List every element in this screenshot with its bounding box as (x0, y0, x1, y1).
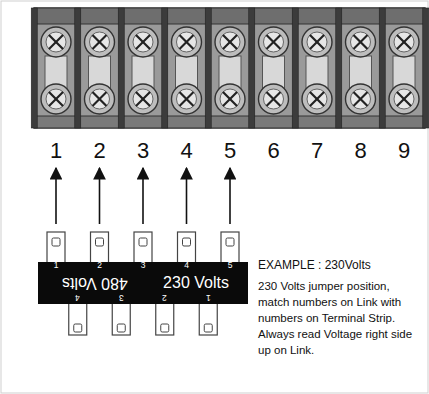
terminal-number: 4 (180, 138, 192, 164)
terminal-number: 1 (50, 138, 62, 164)
terminal-number: 2 (93, 138, 105, 164)
alignment-arrows (56, 168, 230, 224)
link-number: 4 (184, 261, 189, 270)
instruction-note: 230 Volts jumper position, match numbers… (258, 278, 423, 358)
jumper-link: 1 2 3 4 5 480 Volts 230 Volts 4 3 2 1 (38, 262, 248, 304)
link-number: 5 (228, 261, 233, 270)
terminal-number: 7 (311, 138, 323, 164)
example-heading: EXAMPLE : 230Volts (258, 258, 371, 272)
terminal-number: 9 (398, 138, 410, 164)
link-number: 3 (119, 293, 124, 302)
terminal-number: 3 (137, 138, 149, 164)
terminal-number: 5 (224, 138, 236, 164)
terminal-number: 8 (354, 138, 366, 164)
terminal-number: 6 (267, 138, 279, 164)
link-number: 1 (206, 293, 211, 302)
voltage-label: 230 Volts (163, 275, 229, 291)
link-number: 2 (97, 261, 102, 270)
link-number: 1 (54, 261, 59, 270)
terminal-strip (31, 8, 429, 128)
link-number: 2 (162, 293, 167, 302)
voltage-label: 480 Volts (62, 275, 128, 291)
link-number: 4 (75, 293, 80, 302)
link-number: 3 (141, 261, 146, 270)
